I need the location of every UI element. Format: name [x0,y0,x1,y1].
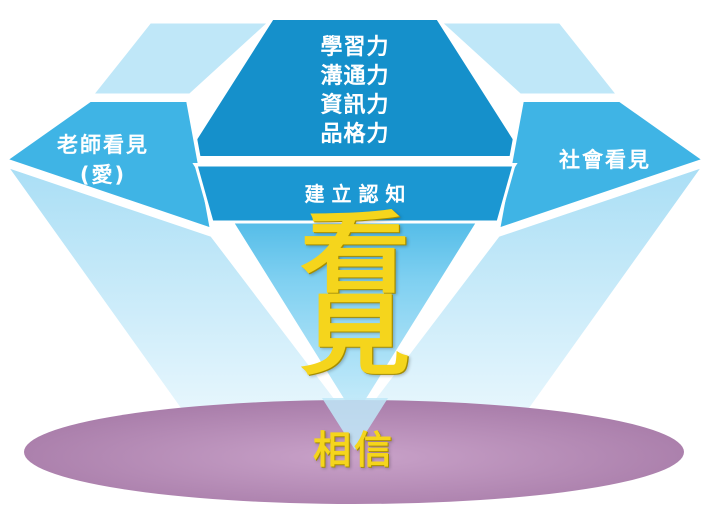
skills-list: 學習力 溝通力 資訊力 品格力 [300,33,410,149]
skill-4: 品格力 [320,122,390,147]
skill-3: 資訊力 [320,93,390,118]
love-text: (愛) [79,163,127,187]
skill-1: 學習力 [320,35,390,60]
see-big-glyph: 見 [299,283,410,387]
upper-left-facet [88,20,274,97]
base-ellipse [24,400,684,504]
build-recognition-label: 建 立 認 知 [304,182,406,206]
teacher-sees-text: 老師看見 [57,133,149,157]
upper-right-facet [436,20,622,97]
see-big-glyph: 看 [299,201,410,305]
left-facet [0,98,215,233]
trust-label: 相信 [312,428,395,472]
see-big-character: 看見 [230,201,480,387]
center-band [194,163,516,224]
society-sees-label: 社會看見 [559,148,651,172]
diamond-tip [322,398,388,450]
teacher-sees-label: 老師看見 (愛) [28,130,178,190]
skill-2: 溝通力 [320,64,390,89]
